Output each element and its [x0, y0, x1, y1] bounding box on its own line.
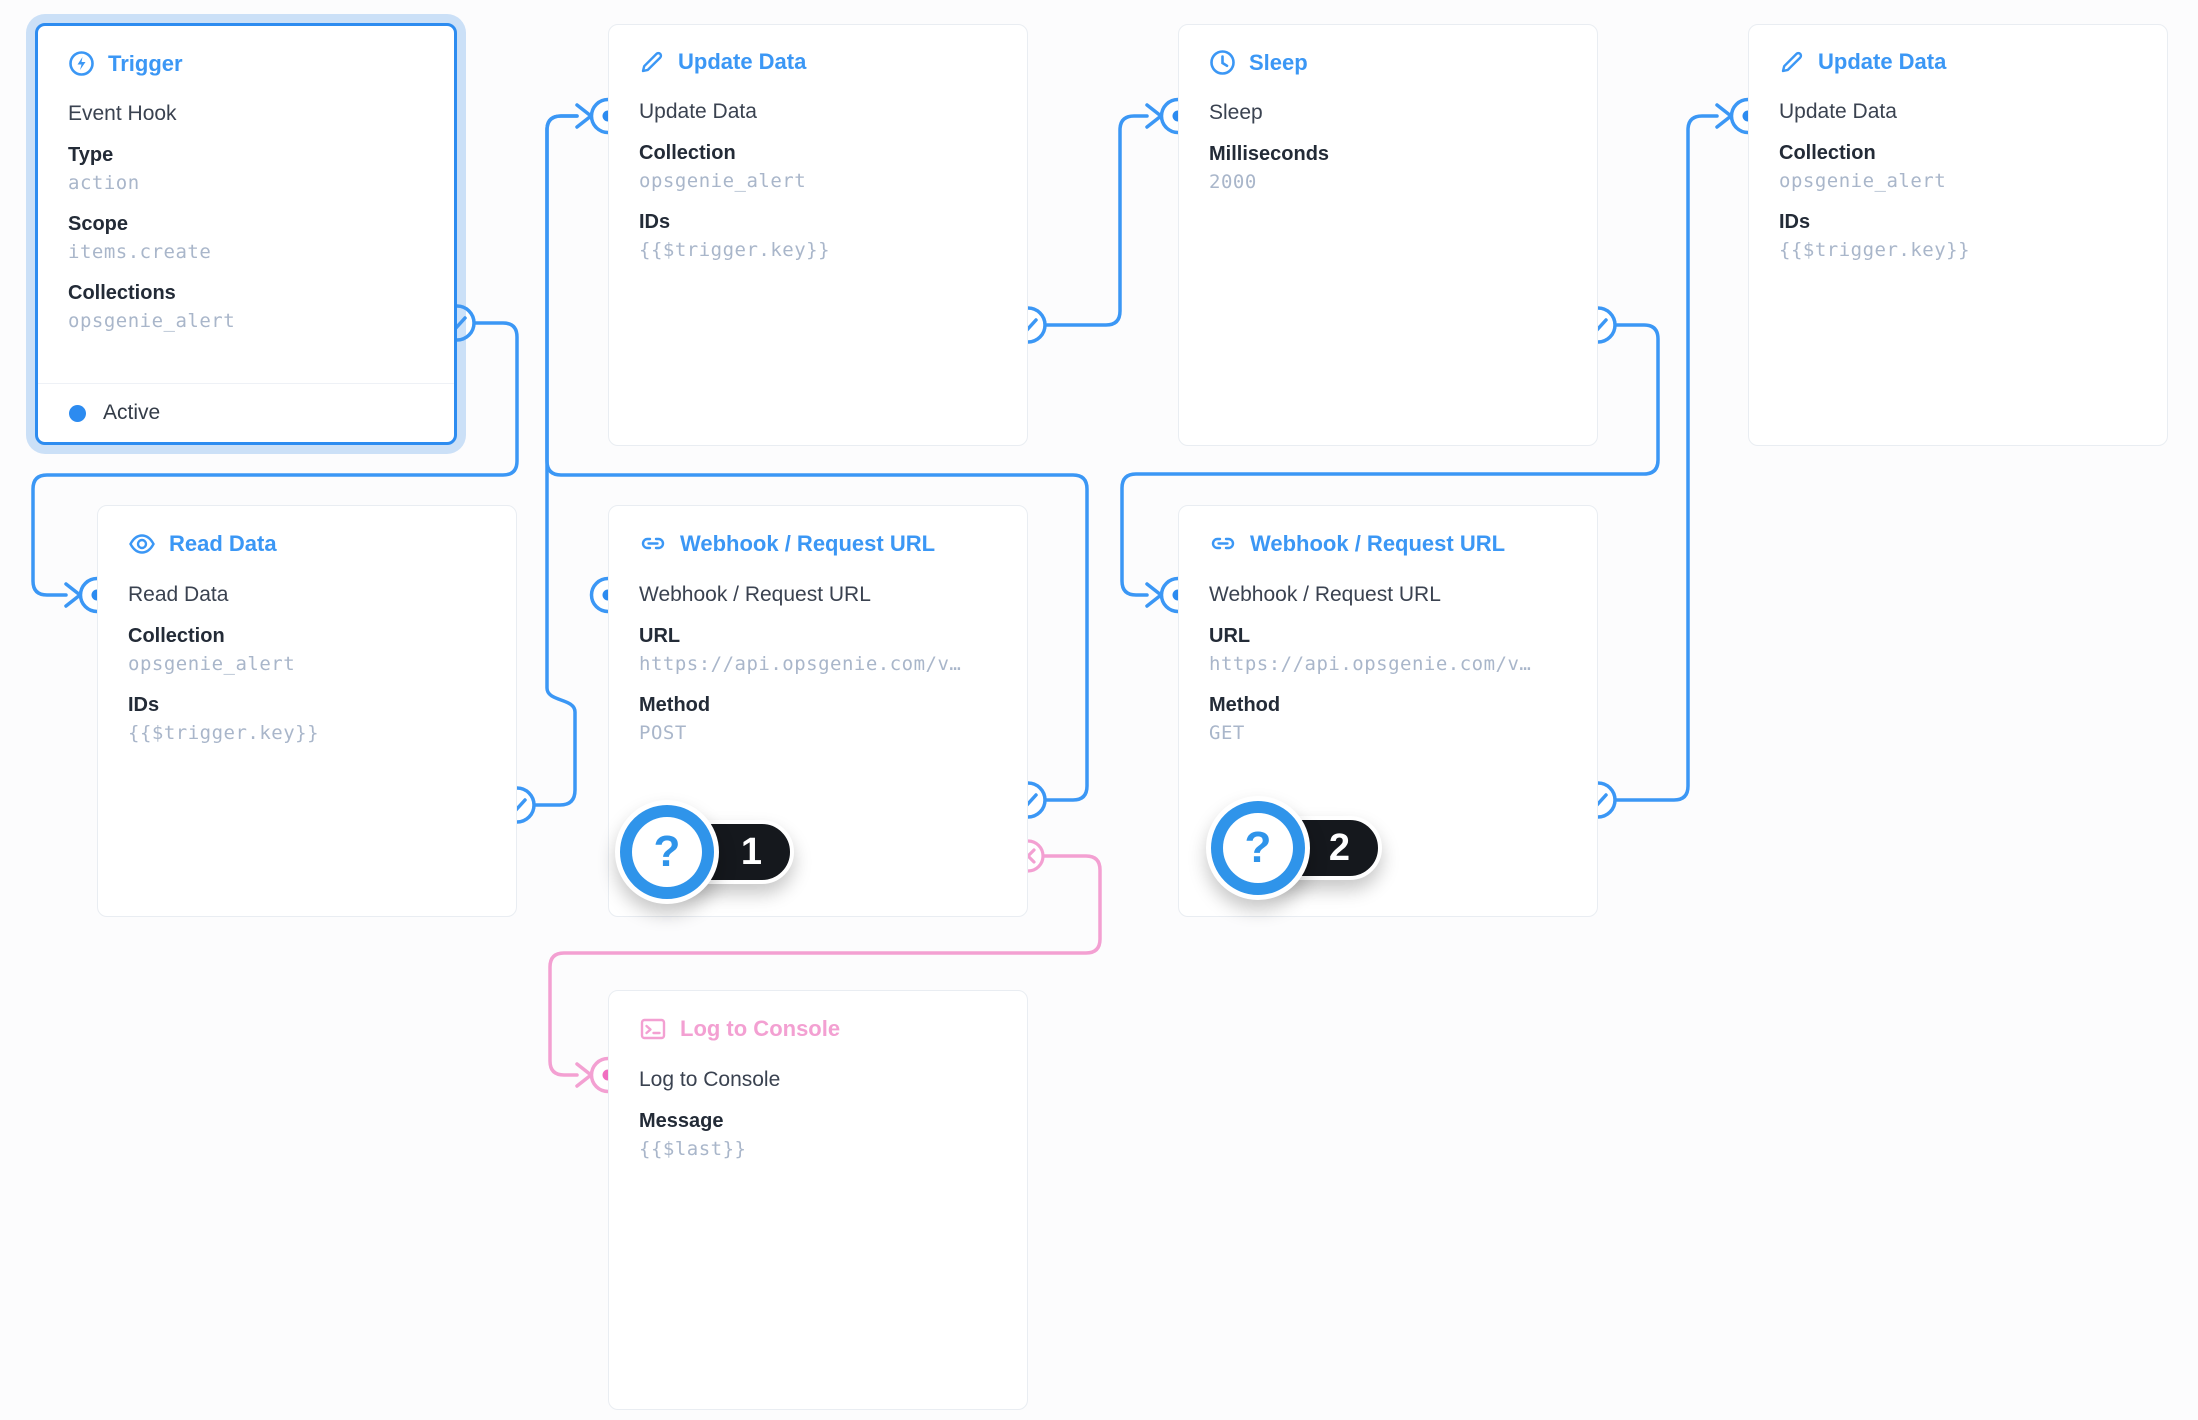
field-label: Collections [68, 282, 176, 304]
operation-name: Webhook / Request URL [1209, 583, 1441, 606]
card-title-label: Sleep [1249, 49, 1308, 75]
field-value: opsgenie_alert [1779, 170, 1947, 192]
field-label: Method [1209, 694, 1281, 716]
edge-arrowhead [575, 103, 593, 129]
trigger-type-name: Event Hook [68, 102, 177, 125]
field-value: opsgenie_alert [68, 310, 236, 332]
field-label: Method [639, 694, 711, 716]
card-title-label: Update Data [1818, 49, 1947, 74]
field-value: POST [639, 722, 687, 744]
field-label: Scope [68, 213, 129, 235]
operation-name: Update Data [1779, 100, 1897, 123]
field-label: IDs [639, 211, 671, 233]
edge-arrowhead [1145, 582, 1163, 608]
attempt-count: 1 [740, 830, 762, 873]
field-label: URL [1209, 625, 1251, 647]
field-label: Collection [1779, 142, 1876, 164]
field-value: items.create [68, 241, 212, 263]
field-label: IDs [128, 694, 160, 716]
node-card-update-data-1[interactable]: Update Data Update Data Collection opsge… [608, 24, 1028, 446]
active-status-dot [69, 404, 86, 422]
card-title: Log to Console [639, 1015, 997, 1043]
card-title: Webhook / Request URL [1209, 530, 1567, 558]
question-mark-icon: ? [632, 817, 702, 887]
trigger-status-row: Active [38, 383, 454, 442]
eye-icon [128, 530, 156, 558]
field-value: {{$trigger.key}} [128, 722, 320, 744]
card-title: Read Data [128, 530, 486, 558]
operation-name: Sleep [1209, 101, 1263, 124]
card-title-label: Webhook / Request URL [1250, 531, 1506, 556]
card-title-label: Read Data [169, 531, 277, 556]
status-badge: Active [103, 401, 161, 424]
card-title-label: Update Data [678, 49, 807, 74]
field-value: https://api.opsgenie.com/v… [1209, 653, 1532, 675]
card-title-label: Webhook / Request URL [680, 531, 936, 556]
card-title: Update Data [639, 49, 997, 75]
operation-name: Webhook / Request URL [639, 583, 871, 606]
edge-webhook-2-to-update-data-2 [1613, 114, 1719, 802]
edge-arrowhead [1145, 103, 1163, 129]
field-label: Type [68, 144, 114, 166]
bolt-circle-icon [68, 50, 95, 77]
field-label: Collection [639, 142, 736, 164]
field-value: {{$trigger.key}} [1779, 239, 1971, 261]
question-badge-icon: ? [615, 800, 719, 904]
field-label: IDs [1779, 211, 1811, 233]
field-value: GET [1209, 722, 1245, 744]
field-value: opsgenie_alert [128, 653, 296, 675]
operation-name: Log to Console [639, 1068, 781, 1091]
clock-icon [1209, 49, 1236, 76]
edge-arrowhead [1715, 103, 1733, 129]
link-icon [1209, 530, 1237, 558]
node-card-update-data-2[interactable]: Update Data Update Data Collection opsge… [1748, 24, 2168, 446]
link-icon [639, 530, 667, 558]
field-label: URL [639, 625, 681, 647]
card-title: Update Data [1779, 49, 2137, 75]
card-title: Sleep [1209, 49, 1567, 76]
field-value: {{$trigger.key}} [639, 239, 831, 261]
edge-arrowhead [64, 582, 82, 608]
field-value: action [68, 172, 140, 194]
field-value: 2000 [1209, 171, 1257, 193]
edge-update-data-1-to-sleep [1043, 114, 1149, 327]
question-mark-icon: ? [1223, 813, 1293, 883]
edge-read-data-to-update-data-1 [532, 114, 579, 807]
card-title: Trigger [68, 50, 424, 77]
card-title-label: Log to Console [680, 1016, 841, 1041]
node-card-read-data[interactable]: Read Data Read Data Collection opsgenie_… [97, 505, 517, 917]
field-value: {{$last}} [639, 1138, 747, 1160]
field-label: Collection [128, 625, 225, 647]
terminal-icon [639, 1015, 667, 1043]
card-title: Webhook / Request URL [639, 530, 997, 558]
attempt-count: 2 [1328, 826, 1350, 869]
field-label: Message [639, 1110, 724, 1132]
operation-name: Update Data [639, 100, 757, 123]
edge-arrowhead [575, 1062, 593, 1088]
question-badge-icon: ? [1206, 796, 1310, 900]
node-card-log-to-console[interactable]: Log to Console Log to Console Message {{… [608, 990, 1028, 1410]
field-value: opsgenie_alert [639, 170, 807, 192]
card-title-label: Trigger [108, 50, 183, 76]
operation-name: Read Data [128, 583, 229, 606]
pencil-icon [639, 49, 665, 75]
pencil-icon [1779, 49, 1805, 75]
field-label: Milliseconds [1209, 143, 1330, 165]
node-card-trigger[interactable]: Trigger Event Hook Type action Scope ite… [35, 23, 457, 445]
field-value: https://api.opsgenie.com/v… [639, 653, 962, 675]
node-card-sleep[interactable]: Sleep Sleep Milliseconds 2000 [1178, 24, 1598, 446]
